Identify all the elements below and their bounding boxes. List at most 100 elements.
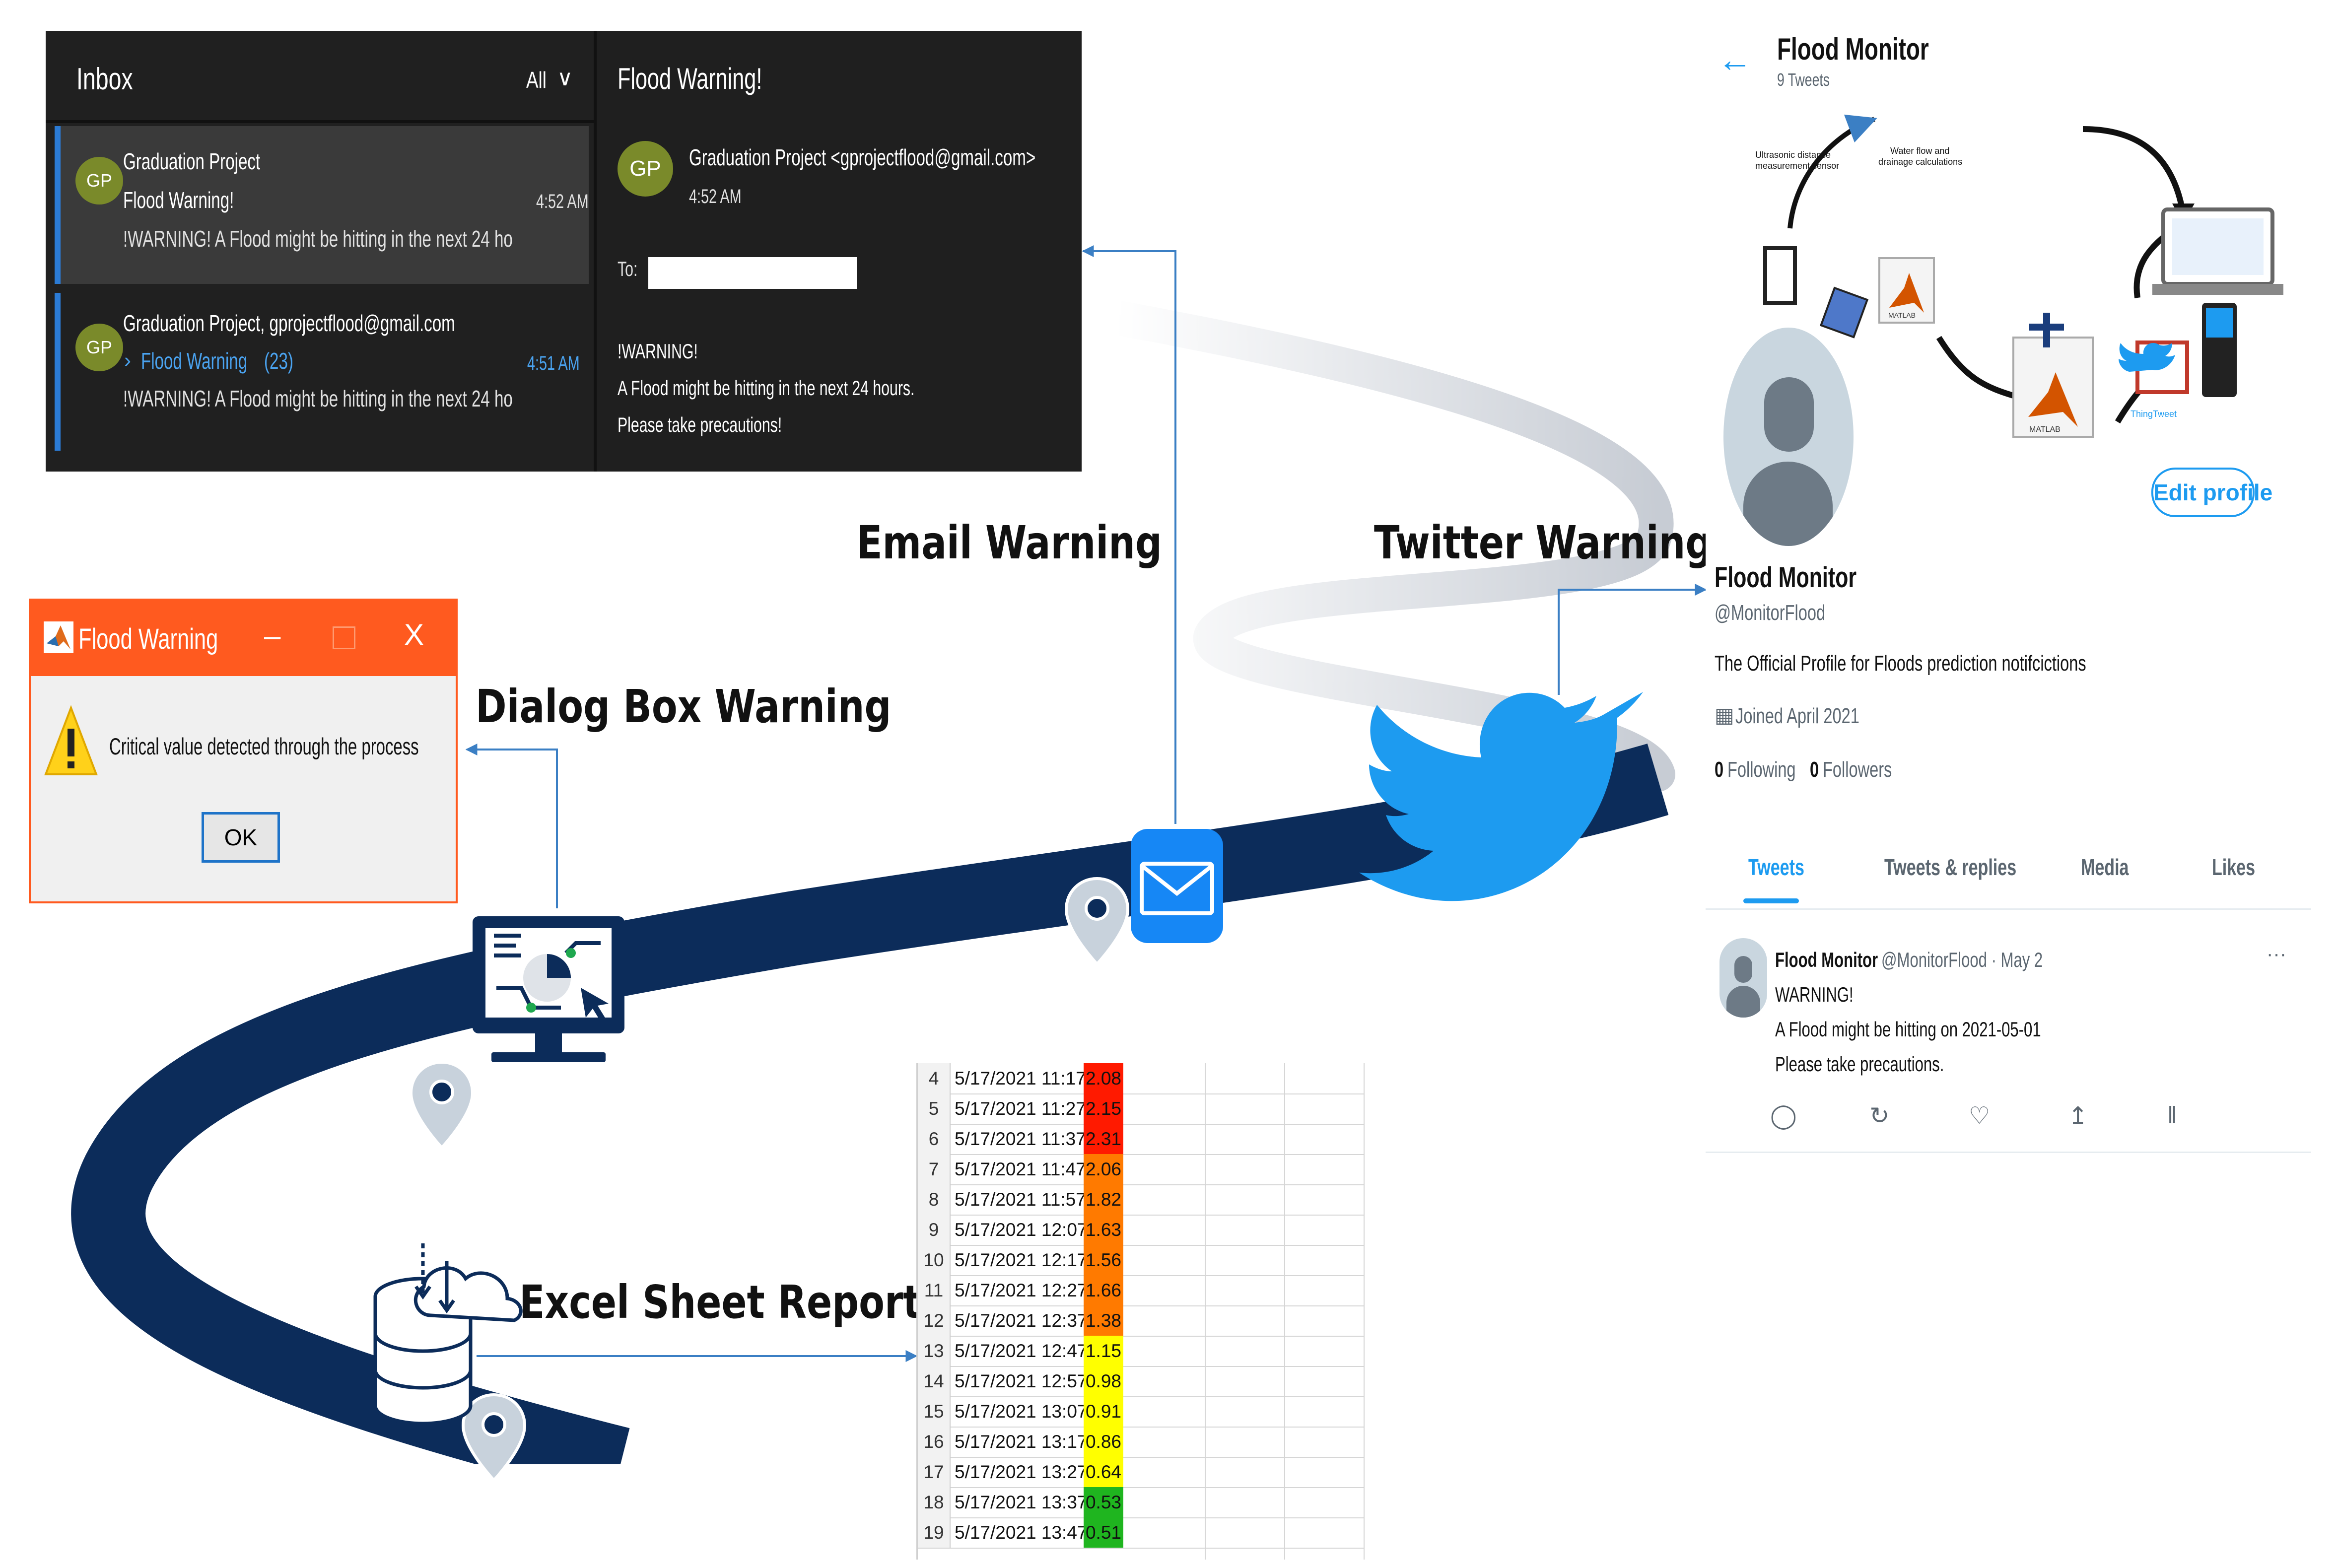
timestamp-cell[interactable]: 5/17/2021 13:17 [955, 1432, 1088, 1452]
water-level-cell[interactable]: 2.15 [1084, 1093, 1123, 1124]
mail-list-item[interactable]: GP Graduation Project Flood Warning! 4:5… [55, 126, 589, 284]
following-label[interactable]: Following [1727, 757, 1796, 782]
timestamp-cell[interactable]: 5/17/2021 12:27 [955, 1280, 1088, 1300]
inbox-title: Inbox [76, 62, 133, 96]
inbox-header: Inbox All ∨ [46, 31, 594, 123]
water-level-cell[interactable]: 0.86 [1084, 1427, 1123, 1457]
water-level-cell[interactable]: 0.51 [1084, 1517, 1123, 1548]
water-level-cell[interactable]: 1.66 [1084, 1275, 1123, 1305]
followers-count[interactable]: 0 [1810, 757, 1819, 782]
timestamp-cell[interactable]: 5/17/2021 13:27 [955, 1462, 1088, 1482]
map-pin-icon [461, 1393, 527, 1483]
chevron-down-icon[interactable]: ∨ [557, 66, 573, 90]
tab-media[interactable]: Media [2081, 854, 2129, 880]
thread-count: (23) [264, 348, 293, 374]
mail-time: 4:51 AM [527, 352, 580, 374]
water-level-cell[interactable]: 0.98 [1084, 1366, 1123, 1396]
avatar-head [1764, 377, 1814, 452]
water-level-cell[interactable]: 0.91 [1084, 1396, 1123, 1427]
row-number: 15 [918, 1396, 951, 1427]
timestamp-cell[interactable]: 5/17/2021 12:57 [955, 1371, 1088, 1391]
tab-tweets[interactable]: Tweets [1748, 854, 1804, 880]
banner-text: measurement sensor [1755, 161, 1839, 171]
map-pin-icon [1064, 877, 1130, 966]
reply-icon[interactable]: ◯ [1770, 1103, 1797, 1129]
row-number: 11 [918, 1275, 951, 1305]
body-line: Please take precautions! [618, 413, 782, 436]
label-email-warning: Email Warning [857, 516, 1162, 569]
to-label: To: [618, 257, 638, 280]
reading-from: Graduation Project <gprojectflood@gmail.… [689, 144, 1036, 170]
water-level-cell[interactable]: 2.08 [1084, 1063, 1123, 1093]
timestamp-cell[interactable]: 5/17/2021 13:37 [955, 1492, 1088, 1512]
timestamp-cell[interactable]: 5/17/2021 12:37 [955, 1310, 1088, 1331]
water-level-cell[interactable]: 0.53 [1084, 1487, 1123, 1517]
maximize-button[interactable] [333, 626, 355, 649]
water-level-cell[interactable]: 1.56 [1084, 1245, 1123, 1275]
tweet-more-button[interactable]: ··· [2267, 943, 2286, 965]
row-number: 12 [918, 1305, 951, 1336]
timestamp-cell[interactable]: 5/17/2021 13:07 [955, 1401, 1088, 1422]
avatar: GP [75, 324, 123, 371]
filter-dropdown[interactable]: All [526, 67, 547, 93]
tweet-line: WARNING! [1775, 983, 1854, 1006]
water-level-cell[interactable]: 1.63 [1084, 1215, 1123, 1245]
tweet-item[interactable]: Flood Monitor @MonitorFlood · May 2 ··· … [1706, 913, 2311, 1152]
timestamp-cell[interactable]: 5/17/2021 12:47 [955, 1341, 1088, 1361]
water-level-cell[interactable]: 1.82 [1084, 1184, 1123, 1215]
analytics-icon[interactable]: ‖ [2167, 1102, 2177, 1129]
tab-likes[interactable]: Likes [2212, 854, 2256, 880]
timestamp-cell[interactable]: 5/17/2021 11:57 [955, 1189, 1086, 1210]
timestamp-cell[interactable]: 5/17/2021 12:17 [955, 1250, 1088, 1270]
chevron-right-icon[interactable]: › [124, 348, 131, 372]
tab-tweets-replies[interactable]: Tweets & replies [1884, 854, 2017, 880]
timestamp-cell[interactable]: 5/17/2021 11:17 [955, 1068, 1086, 1089]
banner-text: Ultrasonic distance [1755, 150, 1831, 160]
back-arrow-icon[interactable]: ← [1718, 40, 1752, 79]
like-icon[interactable]: ♡ [1969, 1103, 1991, 1129]
banner-text: MATLAB [2029, 425, 2061, 434]
tweet-author: Flood Monitor [1775, 948, 1878, 971]
row-number: 19 [918, 1517, 951, 1548]
edit-profile-button[interactable]: Edit profile [2151, 468, 2272, 517]
share-icon[interactable]: ↥ [2068, 1103, 2088, 1129]
water-level-cell[interactable]: 2.31 [1084, 1124, 1123, 1154]
row-number: 7 [918, 1154, 951, 1184]
timestamp-cell[interactable]: 5/17/2021 11:37 [955, 1129, 1086, 1149]
timestamp-cell[interactable]: 5/17/2021 11:27 [955, 1098, 1086, 1119]
water-level-cell[interactable]: 1.15 [1084, 1336, 1123, 1366]
minimize-button[interactable]: – [264, 619, 281, 652]
water-level-cell[interactable]: 0.64 [1084, 1457, 1123, 1487]
water-level-cell[interactable]: 1.38 [1084, 1305, 1123, 1336]
close-button[interactable]: X [404, 618, 424, 651]
following-count[interactable]: 0 [1715, 757, 1724, 782]
timestamp-cell[interactable]: 5/17/2021 11:47 [955, 1159, 1086, 1179]
profile-avatar[interactable] [1718, 323, 1858, 551]
followers-label[interactable]: Followers [1823, 757, 1892, 782]
workflow-banner-image: Ultrasonic distance measurement sensor W… [1755, 114, 2283, 438]
ok-button[interactable]: OK [202, 812, 280, 863]
water-level-cell[interactable]: 2.06 [1084, 1154, 1123, 1184]
timestamp-cell[interactable]: 5/17/2021 13:47 [955, 1522, 1088, 1543]
timestamp-cell[interactable]: 5/17/2021 12:07 [955, 1220, 1088, 1240]
mail-list-item[interactable]: GP Graduation Project, gprojectflood@gma… [55, 293, 589, 451]
retweet-icon[interactable]: ↻ [1869, 1103, 1890, 1129]
